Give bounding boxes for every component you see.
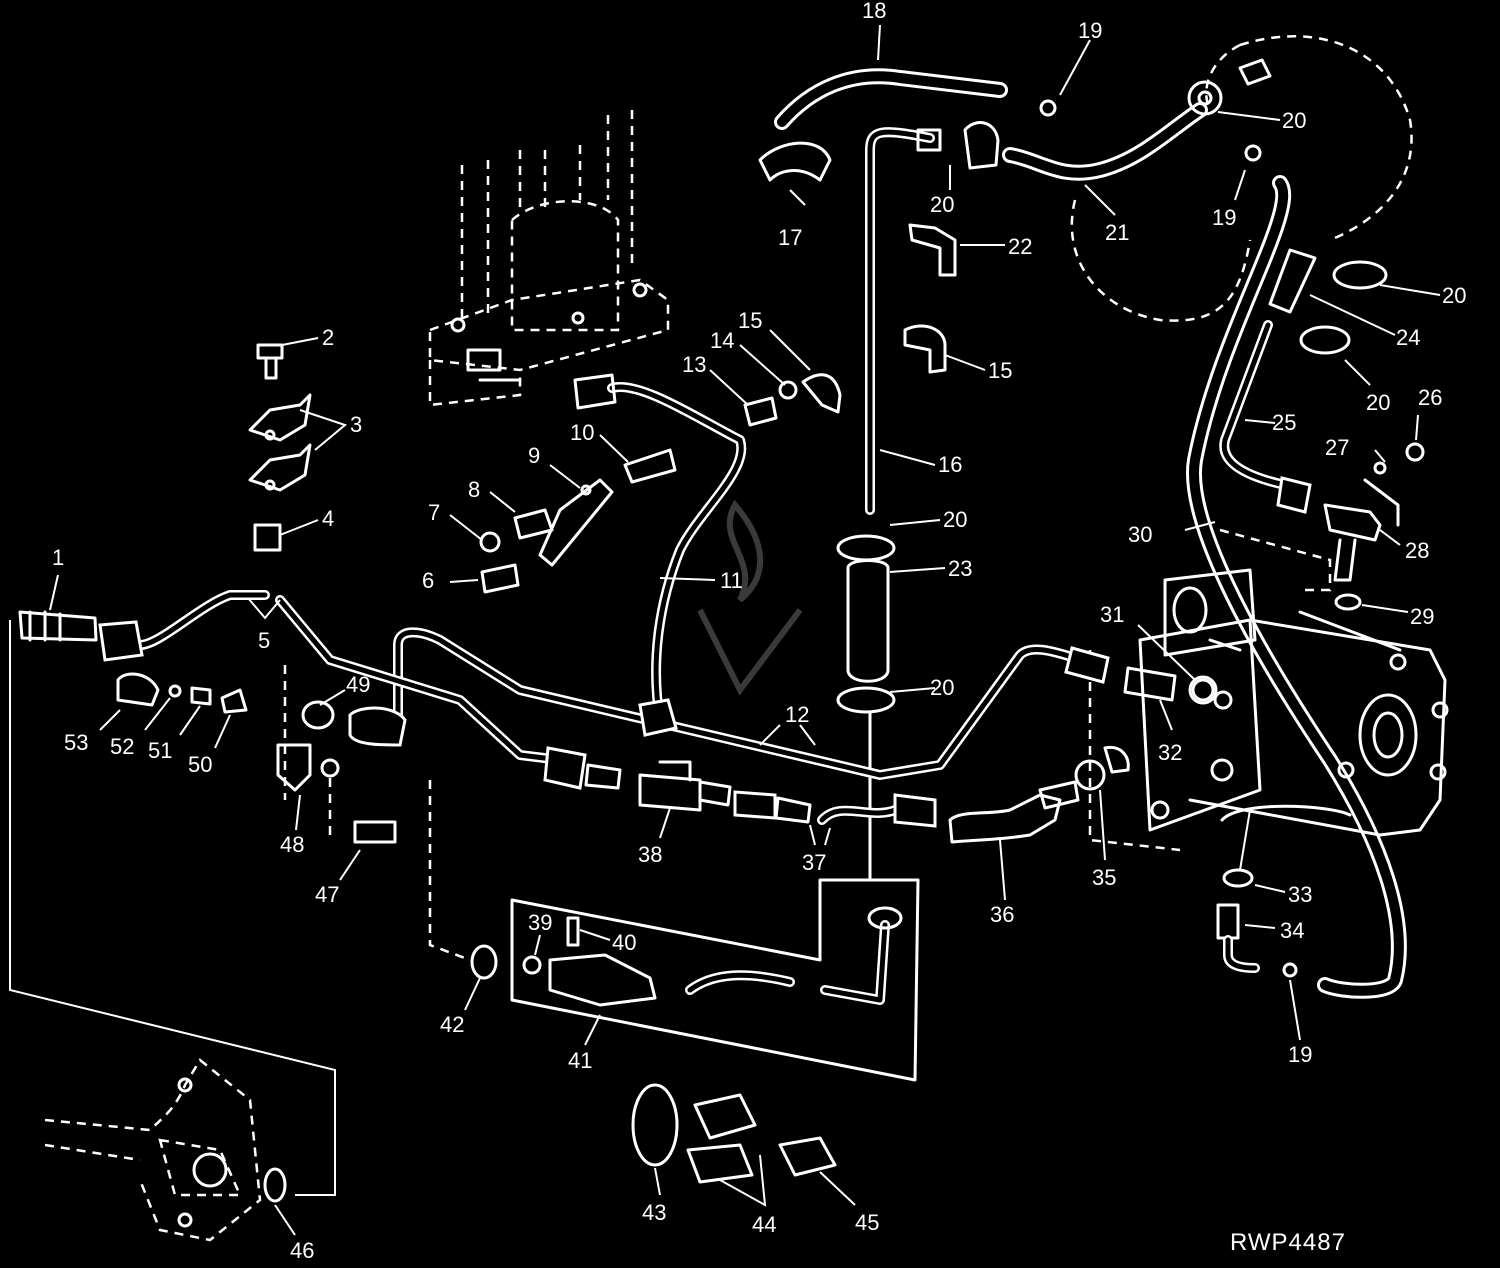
callout-31: 31 xyxy=(1100,602,1124,627)
callout-13: 13 xyxy=(682,352,706,377)
callout-37: 37 xyxy=(802,850,826,875)
callout-47: 47 xyxy=(315,882,339,907)
lower-pump-dashed xyxy=(9,620,336,1242)
callout-20-e: 20 xyxy=(943,507,967,532)
callout-33: 33 xyxy=(1288,882,1312,907)
bracket-assembly-6-10 xyxy=(479,448,677,594)
tube-5 xyxy=(18,590,622,790)
callout-2: 2 xyxy=(322,325,334,350)
callout-51: 51 xyxy=(148,738,172,763)
main-tube-12 xyxy=(301,627,1110,780)
callout-40: 40 xyxy=(612,930,636,955)
callout-12: 12 xyxy=(785,702,809,727)
callout-34: 34 xyxy=(1280,918,1304,943)
callout-46: 46 xyxy=(290,1238,314,1263)
callout-50: 50 xyxy=(188,752,212,777)
callout-16: 16 xyxy=(938,452,962,477)
callout-49: 49 xyxy=(346,672,370,697)
return-hose-30 xyxy=(1186,175,1407,999)
callout-20-b: 20 xyxy=(930,192,954,217)
callout-38: 38 xyxy=(638,842,662,867)
callout-32: 32 xyxy=(1158,740,1182,765)
callout-20-d: 20 xyxy=(1366,390,1390,415)
callout-17: 17 xyxy=(778,225,802,250)
watermark-logo xyxy=(697,499,803,696)
leader-lines xyxy=(49,24,1441,1236)
callout-30: 30 xyxy=(1128,522,1152,547)
reservoir-dashed xyxy=(963,35,1413,322)
callout-23: 23 xyxy=(948,556,972,581)
hose-17-18 xyxy=(758,68,1008,182)
callout-42: 42 xyxy=(440,1012,464,1037)
callout-11: 11 xyxy=(720,568,743,593)
callout-8: 8 xyxy=(468,477,480,502)
callout-7: 7 xyxy=(428,500,440,525)
bracket-assembly-13-15 xyxy=(743,324,947,427)
callout-41: 41 xyxy=(568,1048,592,1073)
callout-20-c: 20 xyxy=(1442,283,1466,308)
callout-29: 29 xyxy=(1410,604,1434,629)
callout-36: 36 xyxy=(990,902,1014,927)
kit-box-41 xyxy=(428,780,920,1082)
callout-35: 35 xyxy=(1092,865,1116,890)
callout-45: 45 xyxy=(855,1210,879,1235)
washer-42 xyxy=(470,944,498,980)
callout-39: 39 xyxy=(528,910,552,935)
callout-5: 5 xyxy=(258,628,270,653)
pump-housing xyxy=(1088,528,1449,871)
callout-4: 4 xyxy=(322,506,334,531)
inline-filter-23 xyxy=(836,534,896,882)
callout-44: 44 xyxy=(752,1212,776,1237)
callout-18: 18 xyxy=(862,0,886,23)
callout-26: 26 xyxy=(1418,385,1442,410)
callout-20-f: 20 xyxy=(930,675,954,700)
callout-24: 24 xyxy=(1396,325,1420,350)
callout-27: 27 xyxy=(1325,435,1349,460)
callout-52: 52 xyxy=(110,734,134,759)
callout-22: 22 xyxy=(1008,234,1032,259)
callout-3: 3 xyxy=(350,412,362,437)
clamp-assembly-2-3-4 xyxy=(248,343,312,552)
callout-labels: 1 2 3 4 5 6 7 8 9 10 11 12 13 14 15 15 1… xyxy=(52,0,1466,1263)
callout-19-bottom: 19 xyxy=(1288,1042,1312,1067)
sleeve-24-and-clamps xyxy=(1268,248,1388,355)
callout-9: 9 xyxy=(528,443,540,468)
callout-15-upper: 15 xyxy=(738,308,762,333)
callout-19-top: 19 xyxy=(1078,18,1102,43)
callout-6: 6 xyxy=(422,568,434,593)
callout-19-middle: 19 xyxy=(1212,205,1236,230)
clamps-43-45 xyxy=(631,1083,837,1184)
callout-15-lower: 15 xyxy=(988,358,1012,383)
valve-housing-dashed xyxy=(428,110,670,407)
tube-11 xyxy=(573,373,747,737)
callout-43: 43 xyxy=(642,1200,666,1225)
callout-48: 48 xyxy=(280,832,304,857)
drawing-reference-code: RWP4487 xyxy=(1230,1229,1346,1256)
callout-53: 53 xyxy=(64,730,88,755)
callout-1: 1 xyxy=(52,545,64,570)
callout-25: 25 xyxy=(1272,410,1296,435)
callout-20-a: 20 xyxy=(1282,108,1306,133)
callout-28: 28 xyxy=(1405,538,1429,563)
hose-25-elbow-28 xyxy=(1219,320,1425,611)
callout-14: 14 xyxy=(710,328,734,353)
tee-37-38-elbow-36 xyxy=(638,760,1080,844)
fittings-31-35 xyxy=(1074,666,1298,978)
fittings-50-53 xyxy=(116,672,248,714)
callout-21: 21 xyxy=(1105,220,1129,245)
bracket-22 xyxy=(908,223,957,277)
tube-16 xyxy=(865,127,942,515)
callout-10: 10 xyxy=(570,420,594,445)
fittings-47-48 xyxy=(276,665,397,844)
